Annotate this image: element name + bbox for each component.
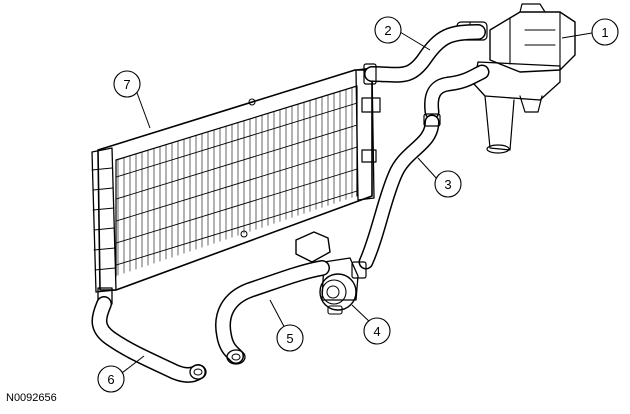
- leader-lines: [117, 31, 593, 377]
- reservoir-to-pump-hose-icon: [358, 113, 441, 270]
- upper-hose-icon: [363, 24, 490, 120]
- callout-6: 6: [97, 365, 125, 393]
- callout-7: 7: [113, 70, 141, 98]
- pump-icon: [295, 231, 367, 315]
- callout-4: 4: [363, 317, 391, 345]
- callout-3: 3: [434, 170, 462, 198]
- callout-5: 5: [276, 324, 304, 352]
- callout-label: 2: [384, 23, 391, 38]
- lower-return-hose-icon: [215, 260, 330, 365]
- callout-label: 1: [601, 25, 608, 40]
- callout-label: 5: [286, 331, 293, 346]
- callout-2: 2: [374, 16, 402, 44]
- callout-label: 4: [373, 324, 380, 339]
- radiator-icon: [91, 67, 381, 305]
- callout-label: 3: [444, 177, 451, 192]
- callout-label: 7: [123, 77, 130, 92]
- radiator-outlet-hose-icon: [91, 296, 207, 383]
- figure-id-label: N0092656: [6, 392, 57, 404]
- callout-1: 1: [591, 18, 619, 46]
- callout-label: 6: [107, 372, 114, 387]
